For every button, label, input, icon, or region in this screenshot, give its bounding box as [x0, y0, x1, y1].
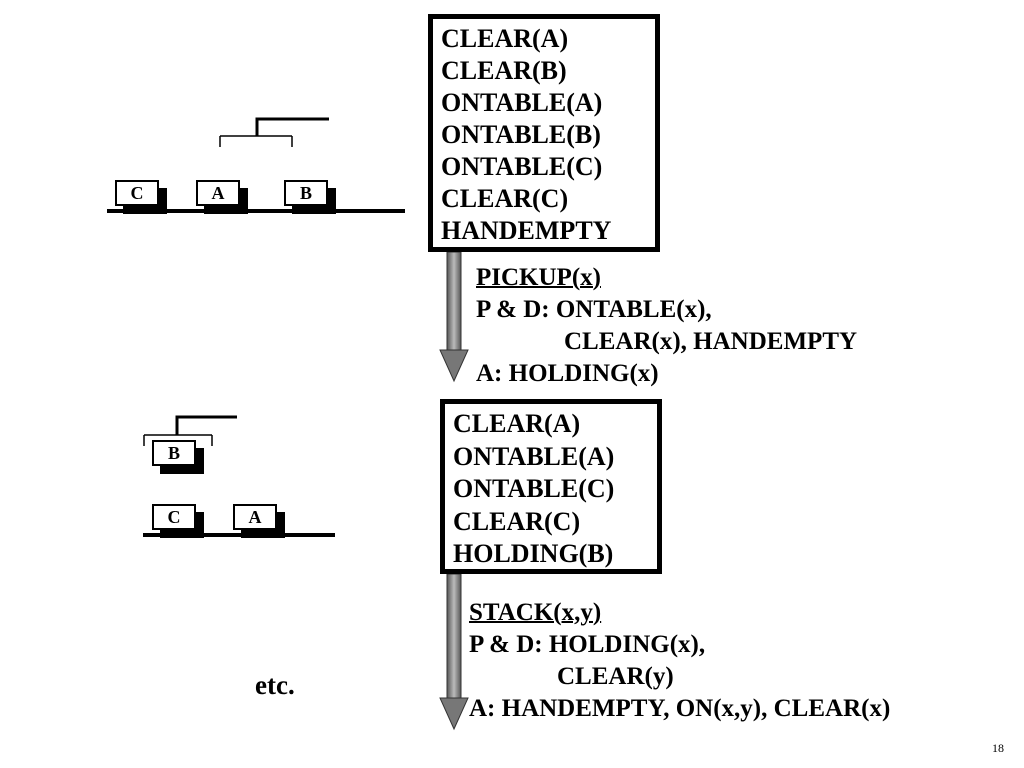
block-b: B	[284, 180, 336, 214]
operator-pickup: PICKUP(x) P & D: ONTABLE(x), CLEAR(x), H…	[476, 262, 857, 390]
robot-gripper-empty	[219, 117, 329, 147]
arrow-pickup	[439, 251, 469, 383]
table-surface	[143, 533, 335, 537]
state-predicate: ONTABLE(C)	[453, 474, 615, 503]
state-predicate: ONTABLE(A)	[453, 441, 615, 471]
block-label: A	[196, 180, 240, 206]
state-predicate: CLEAR(C)	[453, 506, 581, 536]
block-c: C	[152, 504, 204, 538]
state-predicate: ONTABLE(B)	[441, 120, 601, 149]
block-b-held: B	[152, 440, 204, 474]
block-label: C	[152, 504, 196, 530]
operator-name: STACK(x,y)	[469, 599, 602, 626]
state-predicate: CLEAR(B)	[441, 56, 567, 85]
table-surface	[107, 209, 405, 213]
state-box-after-pickup: CLEAR(A) ONTABLE(A) ONTABLE(C) CLEAR(C) …	[440, 399, 662, 574]
block-label: B	[284, 180, 328, 206]
arrow-stack	[439, 573, 469, 731]
block-a: A	[196, 180, 248, 214]
state-predicate: HOLDING(B)	[453, 539, 614, 568]
state-predicate: HANDEMPTY	[441, 216, 612, 245]
state-predicate: ONTABLE(A)	[441, 88, 603, 117]
operator-name: PICKUP(x)	[476, 264, 601, 291]
robot-gripper-holding	[143, 415, 237, 446]
block-label: B	[152, 440, 196, 466]
block-c: C	[115, 180, 167, 214]
block-label: C	[115, 180, 159, 206]
state-box-initial: CLEAR(A) CLEAR(B) ONTABLE(A) ONTABLE(B) …	[428, 14, 660, 252]
operator-preconditions: P & D: HOLDING(x),	[469, 631, 706, 658]
operator-preconditions-cont: CLEAR(y)	[557, 663, 674, 690]
state-predicate: CLEAR(C)	[441, 184, 569, 213]
operator-preconditions-cont: CLEAR(x), HANDEMPTY	[564, 328, 858, 355]
operator-preconditions: P & D: ONTABLE(x),	[476, 296, 712, 323]
operator-add-list: A: HANDEMPTY, ON(x,y), CLEAR(x)	[469, 695, 891, 722]
page-number: 18	[992, 741, 1004, 755]
operator-add-list: A: HOLDING(x)	[476, 360, 659, 387]
block-a: A	[233, 504, 285, 538]
block-label: A	[233, 504, 277, 530]
operator-stack: STACK(x,y) P & D: HOLDING(x), CLEAR(y) A…	[469, 597, 890, 725]
state-predicate: CLEAR(A)	[453, 409, 581, 438]
etc-label: etc.	[255, 670, 295, 700]
state-predicate: CLEAR(A)	[441, 24, 569, 53]
state-predicate: ONTABLE(C)	[441, 152, 603, 181]
